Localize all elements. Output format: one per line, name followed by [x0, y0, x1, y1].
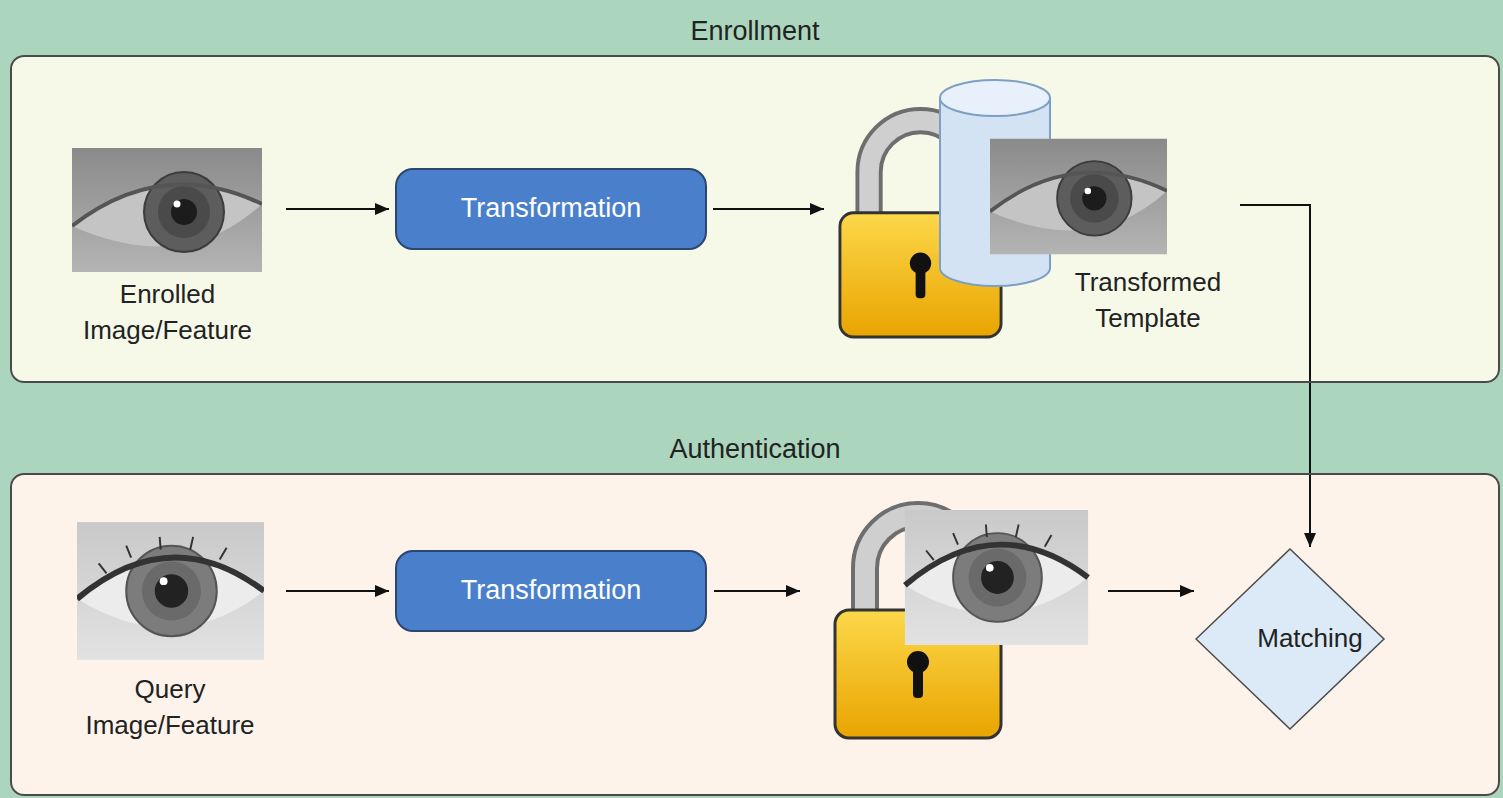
image-feature: Query Image/Feature — [60, 518, 280, 750]
flow-arrow — [1240, 205, 1310, 547]
text-slot: Transformation — [397, 170, 705, 248]
stage-panel: Enrolled Image/Feature TransformationTran… — [10, 55, 1500, 383]
stage-panel: Query Image/Feature TransformationMatchin… — [10, 473, 1500, 796]
template-eye-image — [990, 139, 1167, 255]
text-slot: Matching — [1195, 548, 1426, 730]
enrollment-panel-fill — [10, 55, 1500, 383]
flow-arrow — [714, 590, 800, 592]
stage-heading: Authentication — [669, 431, 840, 468]
flow-arrow — [713, 208, 824, 210]
locked-query-eye-image — [905, 510, 1088, 645]
authentication-panel-fill — [10, 473, 1500, 796]
text-slot: Transformed Template — [1062, 265, 1234, 337]
enrolled-eye-image — [72, 148, 262, 272]
diamond-shape — [1196, 549, 1384, 729]
text-slot: Query Image/Feature — [60, 672, 280, 744]
decision-diamond: Matching — [1195, 548, 1426, 730]
process-label: Transformation — [461, 572, 642, 609]
database-top — [940, 80, 1050, 116]
template-store: Transformed Template — [830, 70, 1234, 345]
image-caption: Transformed Template — [1062, 265, 1234, 337]
flow-arrow — [1108, 590, 1194, 592]
flow-arrow — [286, 590, 389, 592]
decision-label: Matching — [1257, 621, 1363, 657]
text-slot: Transformation — [397, 552, 705, 630]
text-slot: Enrollment — [12, 13, 1498, 50]
process-label: Transformation — [461, 190, 642, 227]
text-slot: Enrolled Image/Feature — [55, 277, 280, 349]
process-box: Transformation — [395, 550, 707, 632]
flow-arrow — [286, 208, 389, 210]
image-caption: Query Image/Feature — [60, 672, 280, 744]
stage-heading: Enrollment — [690, 13, 819, 50]
process-box: Transformation — [395, 168, 707, 250]
image-feature: Enrolled Image/Feature — [55, 145, 280, 350]
text-slot: Authentication — [12, 431, 1498, 468]
query-eye-image — [77, 522, 264, 660]
image-caption: Enrolled Image/Feature — [55, 277, 280, 349]
